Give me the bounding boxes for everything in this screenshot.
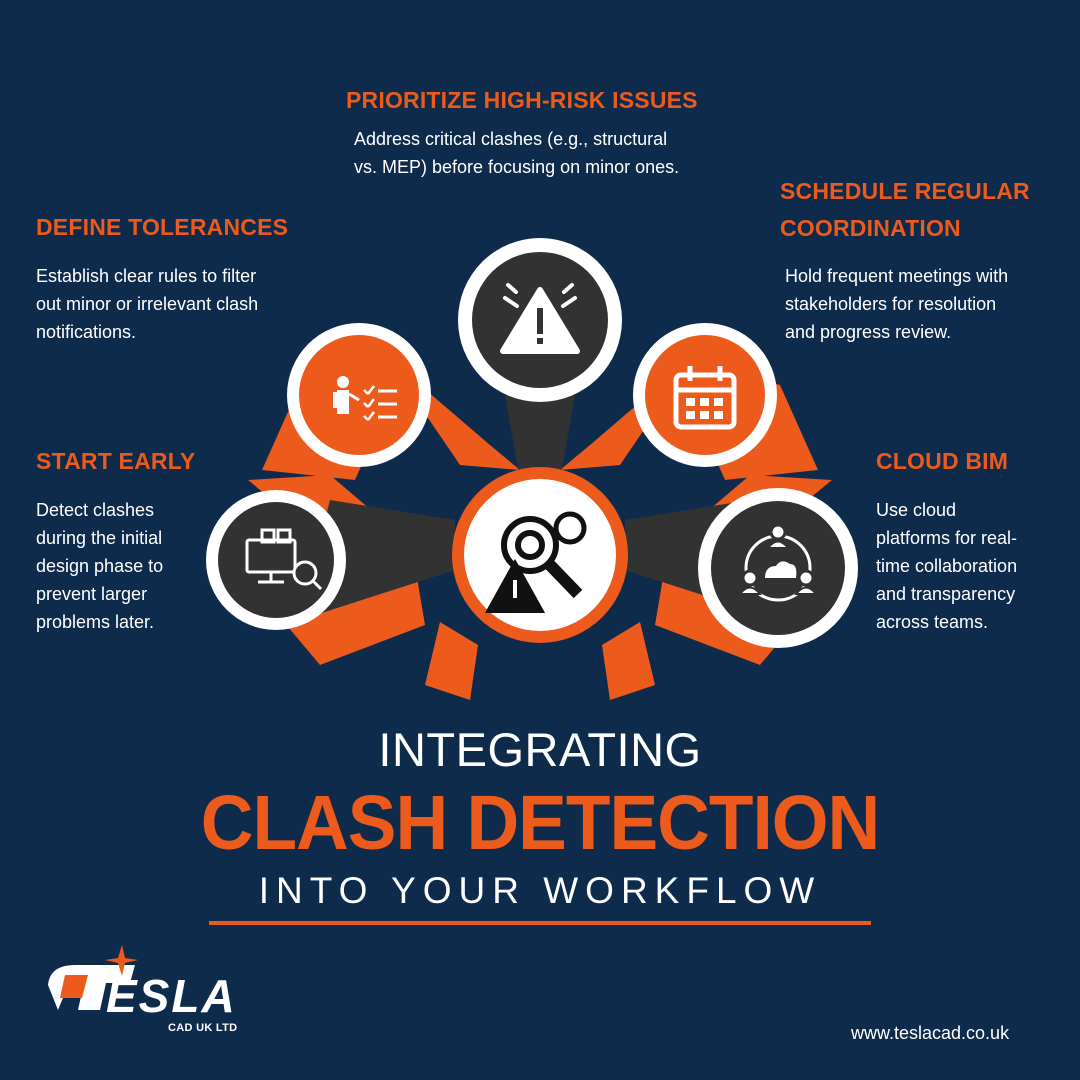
title-line-3: INTO YOUR WORKFLOW (258, 870, 822, 911)
item-description: Establish clear rules to filter out mino… (36, 266, 259, 342)
node-cloud-bim (698, 488, 858, 648)
item-description: Hold frequent meetings with stakeholders… (785, 266, 1009, 342)
item-heading: CLOUD BIM (876, 448, 1009, 474)
warning-alert-icon (500, 283, 580, 354)
spoke (505, 395, 575, 480)
node-start-early (206, 490, 346, 630)
title-line-2: CLASH DETECTION (200, 780, 881, 866)
item-description: Address critical clashes (e.g., structur… (354, 129, 680, 177)
title-underline (209, 921, 871, 925)
fan-wedge (385, 355, 520, 470)
logo-subtext: CAD UK LTD (168, 1022, 238, 1034)
node-define-tolerances (287, 323, 431, 467)
item-heading: SCHEDULE REGULAR COORDINATION (780, 178, 1030, 241)
item-description: Use cloud platforms for real- time colla… (876, 500, 1018, 632)
node-schedule-coordination (633, 323, 777, 467)
clash-review-monitor-icon (245, 528, 323, 591)
presenter-checklist-icon (333, 376, 397, 421)
node-prioritize-high-risk (458, 238, 622, 402)
fan-wedge (560, 355, 695, 470)
item-description: Detect clashes during the initial design… (36, 500, 164, 632)
clash-detection-gear-icon (484, 511, 587, 613)
tesla-logo-mark (48, 945, 138, 1010)
item-heading: START EARLY (36, 448, 196, 474)
title-line-1: INTEGRATING (378, 723, 702, 776)
fan-wedge (425, 622, 478, 700)
fan-wedge (602, 622, 655, 700)
calendar-icon (673, 366, 737, 430)
item-heading: DEFINE TOLERANCES (36, 214, 289, 240)
logo-text: ESLA (106, 970, 237, 1022)
website-url[interactable]: www.teslacad.co.uk (851, 1023, 1010, 1043)
item-heading: PRIORITIZE HIGH-RISK ISSUES (346, 87, 698, 113)
cloud-collaboration-icon (737, 523, 819, 602)
